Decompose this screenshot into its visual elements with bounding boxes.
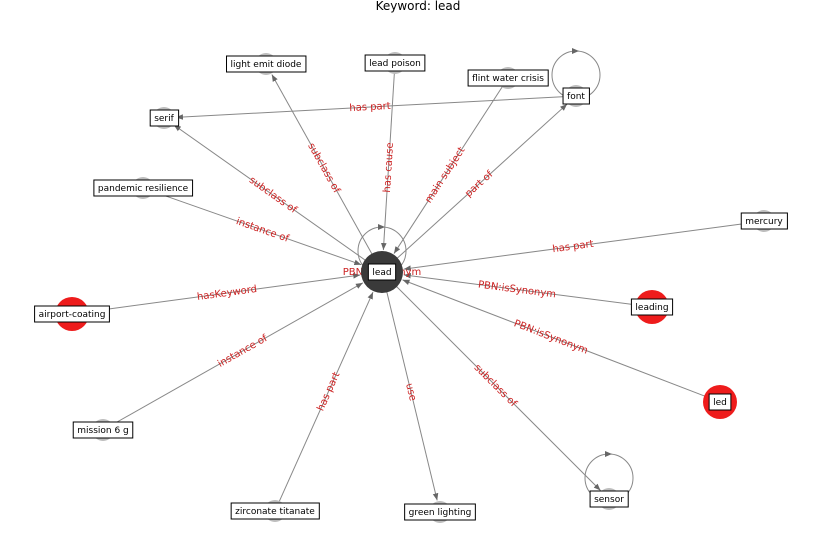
edge-label-mission-6-g-lead: instance of (216, 333, 270, 370)
edge-lead-poison-to-lead (381, 69, 396, 251)
edge-pandemic-resilience-to-lead (149, 189, 362, 266)
edge-label-zirconate-titanate-lead: has part (315, 371, 342, 413)
node-label-text: lead poison (369, 59, 421, 69)
node-label-led: led (708, 393, 732, 411)
edge-label-lead-green-lighting: use (403, 382, 418, 402)
node-label-box (404, 503, 476, 521)
edge-label-flint-water-crisis-lead: main subject (423, 145, 467, 205)
node-label-text: leading (635, 303, 668, 313)
node-label-text: light emit diode (231, 60, 302, 70)
node-label-box (230, 502, 320, 520)
node-label-box (367, 263, 397, 281)
edge-flint-water-crisis-to-lead (393, 83, 505, 254)
node-label-light-emit-diode: light emit diode (226, 55, 307, 73)
node-label-box (72, 421, 134, 439)
node-label-flint-water-crisis: flint water crisis (467, 69, 549, 87)
edge-lead-to-sensor (390, 280, 601, 491)
edge-led-to-lead (402, 279, 711, 399)
node-label-airport-coating: airport-coating (34, 305, 110, 323)
edge-mercury-to-lead (403, 221, 758, 271)
node-label-text: sensor (594, 495, 624, 505)
self-loop-arrowhead (378, 224, 385, 230)
edge-lead-to-font (390, 103, 568, 264)
node-label-text: mercury (745, 217, 783, 227)
edge-label-lead-poison-lead: has cause (382, 142, 396, 193)
node-label-box (93, 179, 194, 197)
node-label-zirconate-titanate: zirconate titanate (230, 502, 320, 520)
node-label-box (562, 87, 590, 105)
node-label-text: pandemic resilience (98, 184, 189, 194)
node-label-text: font (567, 92, 585, 102)
edge-lead-to-light-emit-diode (271, 74, 377, 262)
node-label-text: green lighting (409, 508, 472, 518)
self-loop-arrowhead (572, 48, 579, 54)
edge-label-lead-serif: subclass of (247, 175, 299, 216)
edge-lead-to-serif (173, 124, 372, 266)
node-label-serif: serif (149, 109, 180, 127)
node-label-box (364, 54, 426, 72)
graph-title: Keyword: lead (376, 0, 461, 13)
node-label-pandemic-resilience: pandemic resilience (93, 179, 194, 197)
edge-label-lead-light-emit-diode: subclass of (305, 141, 342, 195)
edge-label-lead-font: part of (463, 169, 495, 200)
node-label-box (467, 69, 549, 87)
edge-zirconate-titanate-to-lead (277, 291, 374, 506)
node-label-lead: lead (367, 263, 397, 281)
node-label-text: airport-coating (39, 310, 106, 320)
node-label-box (630, 298, 674, 316)
node-label-leading: leading (630, 298, 674, 316)
edge-mission-6-g-to-lead (108, 282, 364, 428)
node-label-box (708, 393, 732, 411)
edge-label-mercury-lead: has part (552, 239, 595, 255)
edge-airport-coating-to-lead (82, 273, 361, 314)
edge-label-leading-lead: PBN:isSynonym (477, 279, 556, 300)
node-label-box (34, 305, 110, 323)
node-label-text: serif (154, 114, 174, 124)
edge-label-airport-coating-lead: hasKeyword (196, 284, 257, 303)
node-label-text: mission 6 g (77, 426, 129, 436)
node-label-text: zirconate titanate (235, 507, 315, 517)
edge-label-font-serif: has part (349, 101, 391, 114)
edge-label-led-lead: PBN:isSynonym (512, 318, 589, 356)
node-label-box (740, 212, 788, 230)
node-label-text: led (713, 398, 727, 408)
edge-leading-to-lead (403, 272, 642, 307)
node-label-mercury: mercury (740, 212, 788, 230)
edge-lead-to-green-lighting (384, 284, 439, 501)
node-label-font: font (562, 87, 590, 105)
node-label-green-lighting: green lighting (404, 503, 476, 521)
node-label-sensor: sensor (589, 490, 629, 508)
node-label-box (226, 55, 307, 73)
edge-font-to-serif (175, 95, 570, 120)
node-label-box (149, 109, 180, 127)
node-labels-layer: lead light emit diode lead poison flint wat… (34, 54, 788, 521)
node-label-lead-poison: lead poison (364, 54, 426, 72)
edge-label-pandemic-resilience-lead: instance of (234, 216, 290, 245)
node-label-text: flint water crisis (472, 74, 544, 84)
edges-layer (82, 69, 758, 506)
node-label-text: lead (372, 268, 391, 278)
edge-label-lead-sensor: subclass of (472, 362, 519, 409)
node-label-box (589, 490, 629, 508)
node-label-mission-6-g: mission 6 g (72, 421, 134, 439)
self-loop-arrowhead (605, 451, 612, 457)
